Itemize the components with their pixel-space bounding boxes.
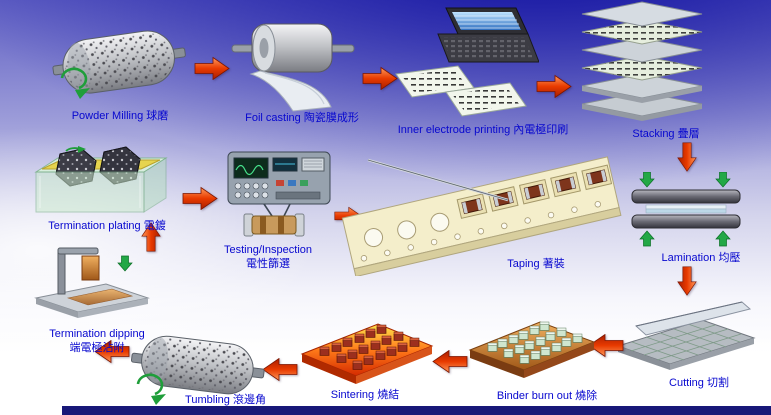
- arrow-printing-to-stacking-icon: [536, 74, 572, 98]
- arrow-burnout-to-sintering-icon: [432, 350, 468, 374]
- cutting-label-en: Cutting: [669, 377, 704, 389]
- sintering-label-en: Sintering: [330, 389, 375, 401]
- testing-inspection-label: Testing/Inspection: [198, 244, 338, 258]
- inner-electrode-printing-label-zh: 內電極印刷: [513, 124, 569, 136]
- cutting-label: Cutting 切割: [644, 377, 754, 391]
- binder-burn-out-label-en: Binder burn out: [496, 390, 573, 402]
- binder-burn-out-label-zh: 燒除: [575, 390, 598, 402]
- cutting-label-zh: 切割: [706, 377, 729, 389]
- tumbling-label-en: Tumbling: [185, 394, 230, 406]
- sintering-plate-icon: [300, 323, 434, 384]
- testing-inspection-label-zh-line: 電性篩選: [198, 258, 338, 272]
- arrow-plating-to-testing-icon: [182, 186, 218, 210]
- termination-plating-label-en: Termination plating: [48, 220, 141, 232]
- press-up-arrow-icon: [639, 230, 655, 247]
- inner-electrode-printing-label-en: Inner electrode printing: [397, 124, 511, 136]
- screen-printer-icon: [395, 7, 539, 117]
- footer-bar: [62, 406, 771, 415]
- foil-casting-label-en: Foil casting: [245, 112, 301, 124]
- lamination-label-en: Lamination: [661, 252, 716, 264]
- burnout-plate-icon: [468, 321, 596, 378]
- arrow-foil-to-printing-icon: [362, 66, 398, 90]
- step-tumbling-illustration: [130, 326, 265, 410]
- tumbling-label: Tumbling 滾邊角: [158, 394, 293, 408]
- taping-label-zh: 著裝: [542, 258, 565, 270]
- inner-electrode-printing-label: Inner electrode printing 內電極印刷: [368, 124, 598, 138]
- termination-dipping-label: Termination dipping: [12, 328, 182, 342]
- step-powder-milling-illustration: [52, 18, 187, 110]
- ball-mill-icon: [52, 30, 186, 99]
- rotation-arrow-icon: [136, 373, 166, 405]
- stacked-layers-icon: [581, 1, 703, 121]
- cutting-blade-icon: [616, 301, 756, 370]
- rotation-arrow-icon: [65, 146, 86, 153]
- carrier-tape-icon: [341, 156, 622, 276]
- termination-plating-label: Termination plating 電鍍: [14, 220, 200, 234]
- plating-tank-icon: [34, 146, 168, 213]
- foil-casting-label: Foil casting 陶瓷膜成形: [212, 112, 392, 126]
- dip-down-arrow-icon: [117, 255, 133, 272]
- taping-label-en: Taping: [507, 258, 540, 270]
- arrow-lamination-to-cutting-icon: [676, 266, 698, 296]
- arrow-sintering-to-tumbling-icon: [262, 358, 298, 382]
- sintering-label: Sintering 燒結: [300, 389, 430, 403]
- stacking-label: Stacking 疊層: [600, 128, 732, 142]
- testing-inspection-label-en: Testing/Inspection: [223, 244, 313, 256]
- step-taping-illustration: [340, 156, 630, 276]
- termination-dipping-label-zh: 端電極沾附: [69, 342, 125, 354]
- tumbler-icon: [130, 335, 265, 405]
- lamination-label: Lamination 均壓: [636, 252, 766, 266]
- sintering-label-zh: 燒結: [377, 389, 400, 401]
- termination-dipping-label-zh-line: 端電極沾附: [12, 342, 182, 356]
- termination-dipping-label-en: Termination dipping: [49, 328, 145, 340]
- rotation-arrow-icon: [60, 67, 90, 99]
- step-binder-burn-out-illustration: [466, 300, 598, 390]
- casting-roller-icon: [231, 23, 355, 112]
- arrow-powder-to-foil-icon: [194, 56, 230, 80]
- test-instrument-icon: [227, 151, 331, 237]
- stacking-label-en: Stacking: [632, 128, 675, 140]
- step-termination-plating-illustration: [30, 144, 170, 220]
- press-plates-icon: [631, 172, 741, 247]
- step-testing-inspection-illustration: [216, 150, 341, 242]
- powder-milling-label: Powder Milling 球磨: [40, 110, 200, 124]
- press-up-arrow-icon: [715, 230, 731, 247]
- step-termination-dipping-illustration: [32, 246, 154, 326]
- testing-inspection-label-zh: 電性篩選: [246, 258, 290, 270]
- taping-label: Taping 著裝: [476, 258, 596, 272]
- powder-milling-label-en: Powder Milling: [71, 110, 144, 122]
- step-lamination-illustration: [626, 172, 746, 248]
- step-foil-casting-illustration: [230, 16, 358, 112]
- powder-milling-label-zh: 球磨: [146, 110, 169, 122]
- stacking-label-zh: 疊層: [677, 128, 700, 140]
- press-down-arrow-icon: [639, 172, 655, 188]
- foil-casting-label-zh: 陶瓷膜成形: [303, 112, 359, 124]
- step-inner-electrode-printing-illustration: [394, 4, 539, 124]
- step-stacking-illustration: [576, 0, 708, 126]
- termination-plating-label-zh: 電鍍: [143, 220, 166, 232]
- arrow-stacking-to-lamination-icon: [676, 142, 698, 172]
- binder-burn-out-label: Binder burn out 燒除: [472, 390, 622, 404]
- needle-icon: [367, 158, 509, 202]
- step-cutting-illustration: [610, 298, 760, 378]
- tumbling-label-zh: 滾邊角: [232, 394, 266, 406]
- press-down-arrow-icon: [715, 172, 731, 188]
- step-sintering-illustration: [296, 302, 436, 394]
- dipping-machine-icon: [34, 247, 150, 318]
- lamination-label-zh: 均壓: [718, 252, 741, 264]
